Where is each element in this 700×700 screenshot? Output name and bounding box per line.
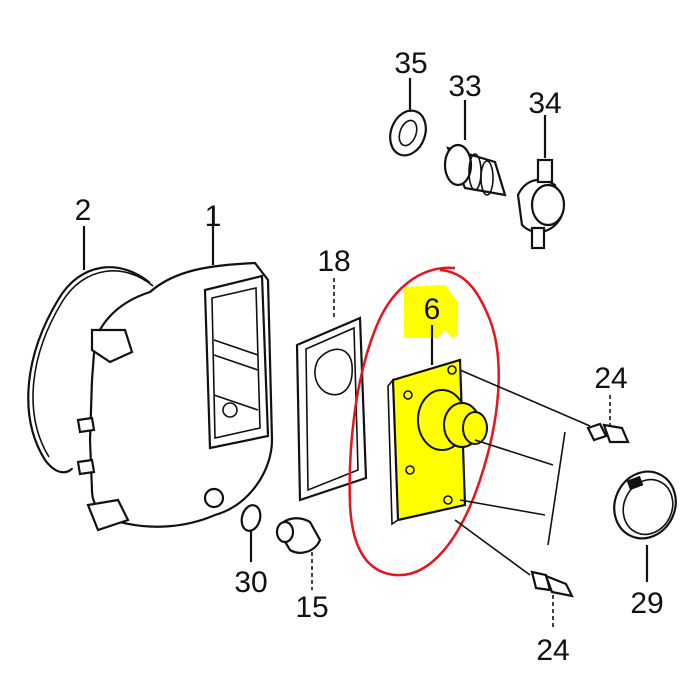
label-2: 2 <box>75 194 92 227</box>
label-1: 1 <box>205 200 222 233</box>
part-34-hose-connector <box>516 115 566 250</box>
label-34: 34 <box>528 87 561 120</box>
part-24-bolt-lower <box>530 570 574 628</box>
part-6-pump-cover <box>387 325 591 576</box>
label-33: 33 <box>448 70 481 103</box>
part-18-casing-gasket <box>295 278 368 502</box>
label-6-highlight <box>404 285 458 338</box>
part-1-pump-casing <box>76 206 274 532</box>
label-35: 35 <box>394 47 427 80</box>
label-30: 30 <box>234 566 267 599</box>
part-35-seal-ring <box>389 78 427 157</box>
red-annotation-circle <box>348 266 500 577</box>
part-2-gasket-ring <box>27 226 154 474</box>
label-6: 6 <box>424 293 441 326</box>
label-29: 29 <box>630 587 663 620</box>
label-24-lower: 24 <box>536 634 569 667</box>
part-29-hose-clamp <box>613 470 677 582</box>
part-30-o-ring <box>240 504 262 562</box>
part-24-bolt-upper <box>586 395 630 444</box>
part-33-threaded-joint <box>443 100 507 197</box>
label-24-upper: 24 <box>594 362 627 395</box>
label-15: 15 <box>295 591 328 624</box>
label-18: 18 <box>317 245 350 278</box>
part-15-drain-plug <box>275 517 322 590</box>
